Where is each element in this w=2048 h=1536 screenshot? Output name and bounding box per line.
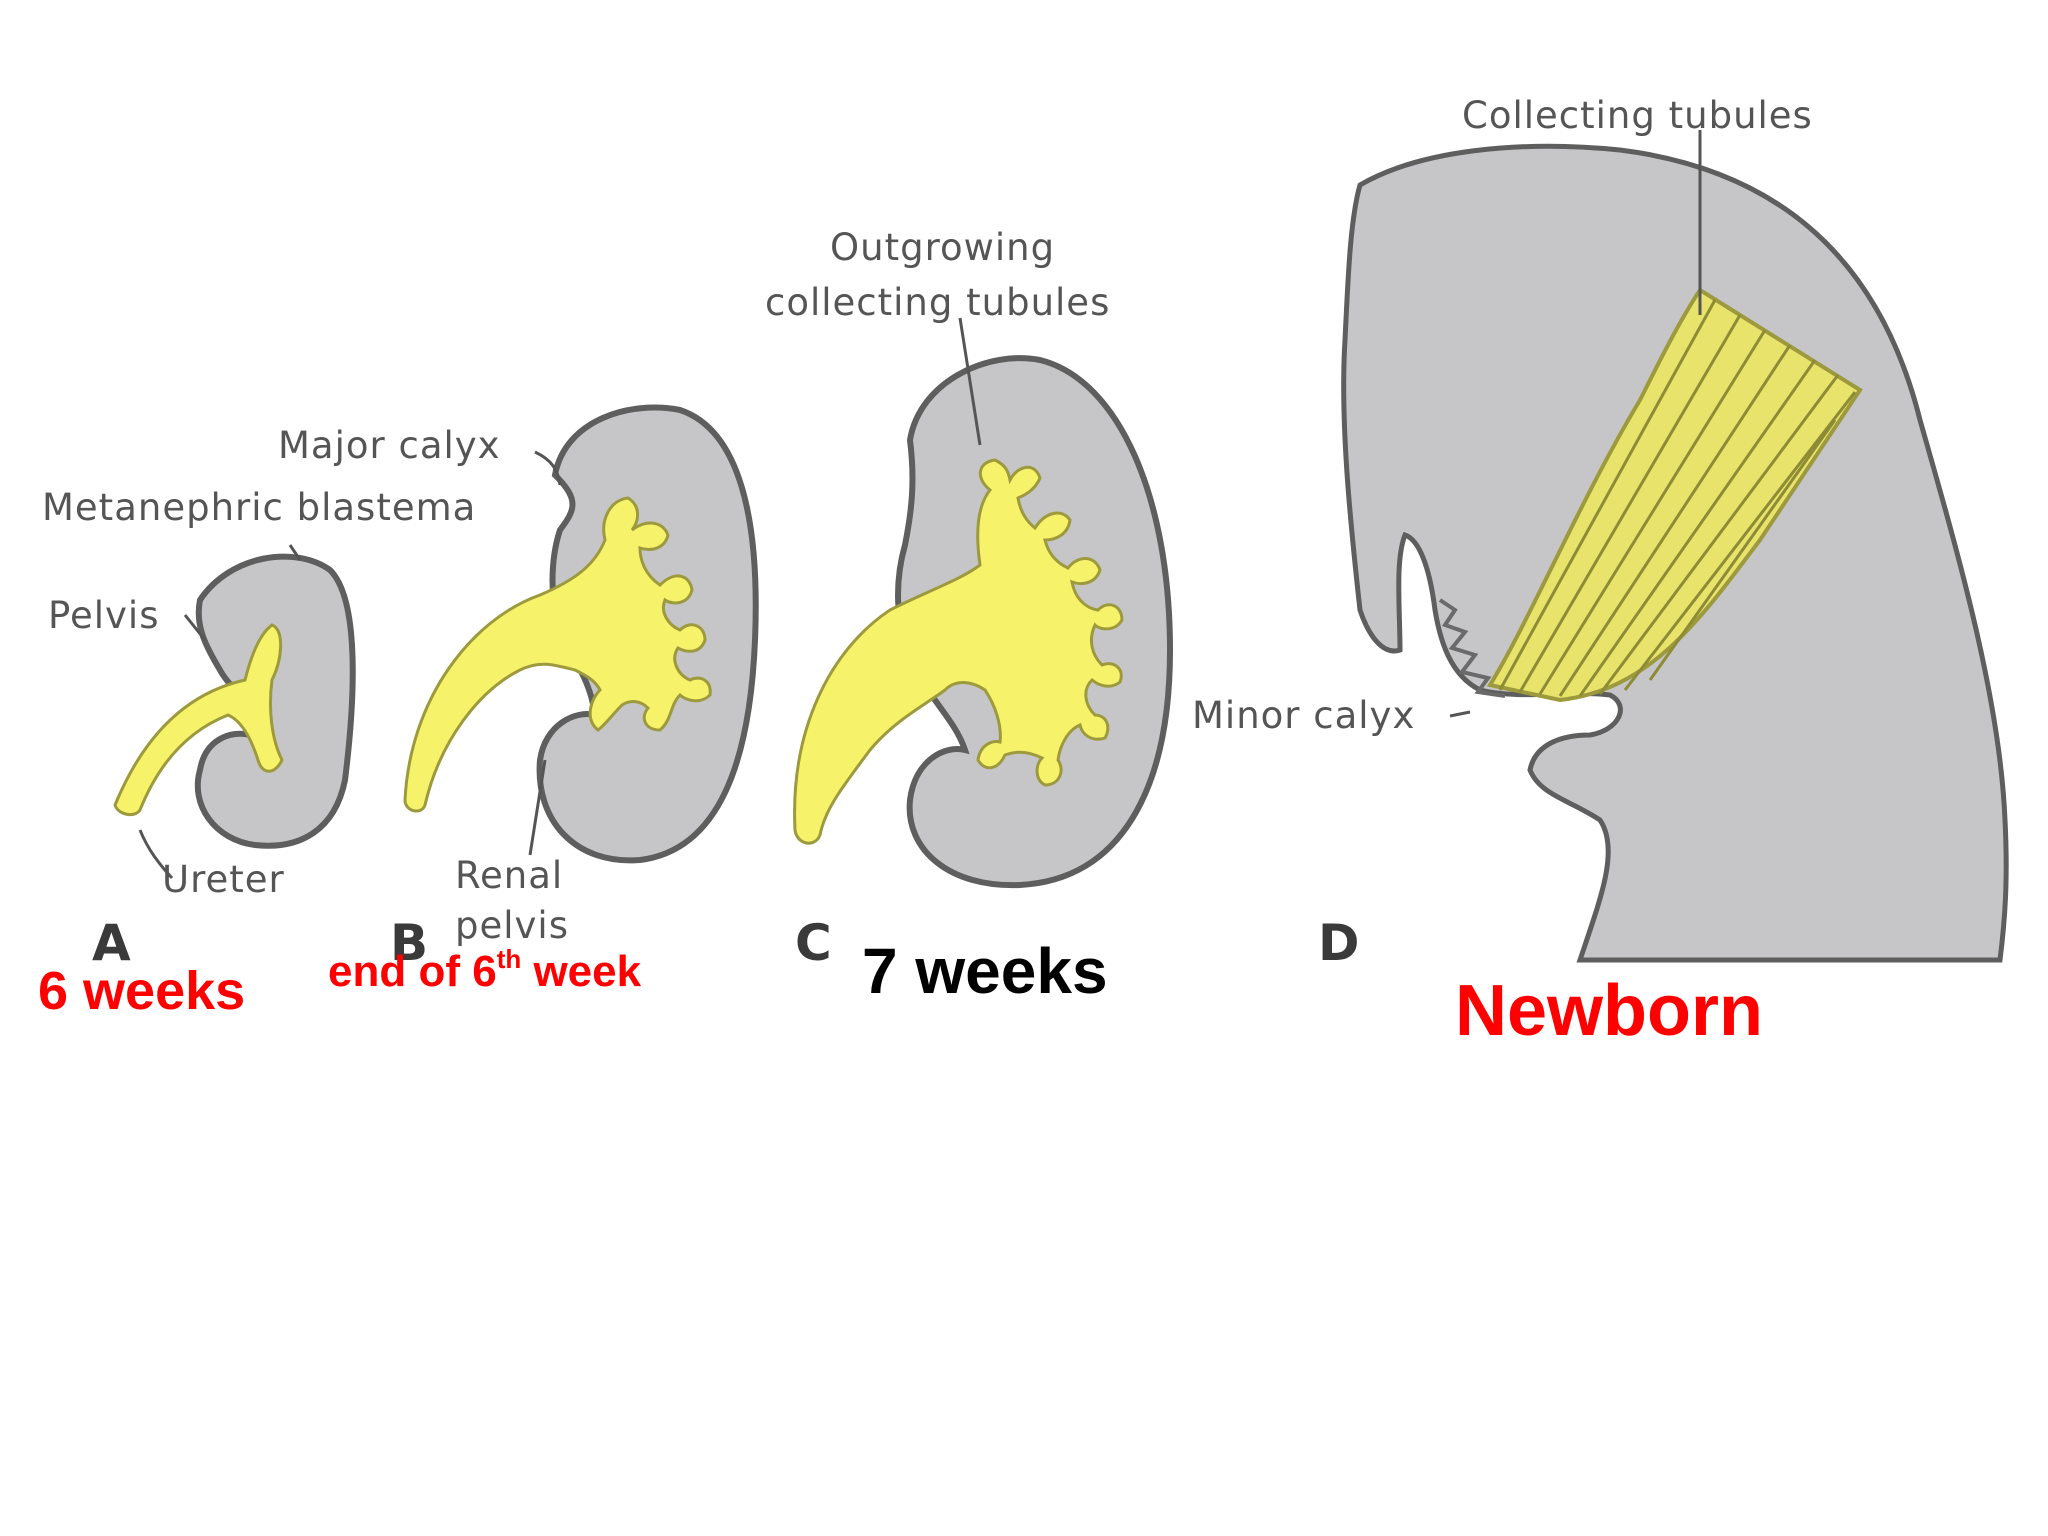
- panel-letter-b: B: [390, 914, 428, 972]
- caption-b-text: end of 6: [328, 947, 497, 996]
- caption-7-weeks: 7 weeks: [862, 935, 1108, 1007]
- label-outgrowing-line1: Outgrowing: [830, 226, 1055, 269]
- label-pelvis: Pelvis: [48, 594, 160, 637]
- caption-b-superscript: th: [496, 944, 522, 974]
- panel-letter-d: D: [1318, 914, 1360, 972]
- outgrowing-leader: [958, 317, 982, 446]
- ureter-leader: [138, 829, 174, 880]
- panel-letter-c: C: [795, 914, 832, 972]
- caption-newborn: Newborn: [1455, 971, 1764, 1051]
- panel-c-kidney: [793, 355, 1174, 889]
- label-renal-pelvis-line2: pelvis: [455, 904, 569, 947]
- panel-c-ureteric-bud: [793, 458, 1124, 845]
- caption-end-of-6th-week: end of 6th week: [328, 944, 641, 997]
- panel-d-calyx-edge: [1438, 598, 1506, 698]
- label-major-calyx: Major calyx: [278, 424, 501, 467]
- minor-calyx-leader: [1449, 710, 1471, 718]
- panel-b-kidney: [403, 404, 759, 864]
- major-calyx-leader: [534, 450, 562, 486]
- label-metanephric-blastema: Metanephric blastema: [42, 486, 476, 529]
- label-outgrowing-line2: collecting tubules: [765, 281, 1110, 324]
- label-collecting-tubules: Collecting tubules: [1462, 94, 1813, 137]
- panel-b-ureteric-bud: [403, 496, 712, 813]
- label-ureter: Ureter: [162, 858, 285, 901]
- panel-d-kidney: [1341, 143, 2009, 963]
- panel-a-kidney: [113, 553, 356, 849]
- panel-d-tubule-lines: [1498, 299, 1857, 697]
- label-minor-calyx: Minor calyx: [1192, 694, 1415, 737]
- panel-letter-a: A: [92, 914, 131, 972]
- label-renal-pelvis-line1: Renal: [455, 854, 563, 897]
- renal-pelvis-leader: [528, 759, 547, 856]
- pelvis-leader: [183, 614, 207, 641]
- caption-6-weeks: 6 weeks: [38, 961, 246, 1021]
- blastema-leader: [288, 544, 302, 561]
- panel-a-ureteric-bud: [113, 623, 284, 817]
- leader-lines: [138, 130, 1702, 880]
- caption-b-text-end: week: [521, 947, 642, 996]
